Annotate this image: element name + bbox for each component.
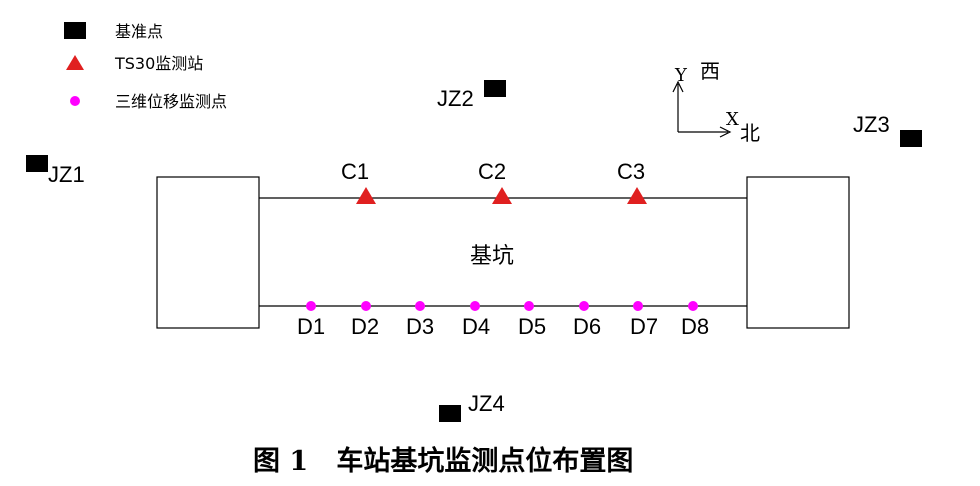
pit-right-end-box	[746, 176, 850, 329]
pit-label: 基坑	[470, 244, 514, 269]
point-d3-marker	[415, 301, 425, 311]
pit-left-end-box	[156, 176, 260, 329]
point-d1-label: D1	[297, 314, 325, 339]
point-d3-label: D3	[406, 314, 434, 339]
point-d2-marker	[361, 301, 371, 311]
compass: Y 西 X 北	[672, 59, 760, 145]
stations: C1 C2 C3	[341, 159, 647, 204]
legend-point-label: 三维位移监测点	[115, 92, 227, 111]
point-d7-label: D7	[630, 314, 658, 339]
legend-station-label: TS30监测站	[114, 54, 203, 73]
benchmark-jz3-label: JZ3	[853, 112, 890, 137]
legend: 基准点 TS30监测站 三维位移监测点	[64, 22, 227, 111]
station-c2-label: C2	[478, 159, 506, 184]
benchmarks: JZ1 JZ2 JZ3 JZ4	[26, 80, 922, 422]
legend-benchmark-marker	[64, 22, 86, 39]
benchmark-jz3-marker	[900, 130, 922, 147]
compass-y-direction: 西	[700, 59, 720, 83]
point-d4-label: D4	[462, 314, 490, 339]
benchmark-jz2-label: JZ2	[437, 86, 474, 111]
station-c3-marker	[627, 187, 647, 204]
point-d5-label: D5	[518, 314, 546, 339]
displacement-points: D1 D2 D3 D4 D5 D6 D7 D8	[297, 301, 709, 339]
station-c1-label: C1	[341, 159, 369, 184]
point-d1-marker	[306, 301, 316, 311]
pit: 基坑	[156, 176, 850, 329]
point-d5-marker	[524, 301, 534, 311]
benchmark-jz1-marker	[26, 155, 48, 172]
legend-point-marker	[70, 96, 80, 106]
compass-x-arrow-icon	[719, 126, 732, 138]
benchmark-jz4-label: JZ4	[468, 391, 505, 416]
benchmark-jz1-label: JZ1	[48, 162, 85, 187]
point-d2-label: D2	[351, 314, 379, 339]
compass-x-label: X	[726, 109, 739, 130]
benchmark-jz2-marker	[484, 80, 506, 97]
figure-caption: 图 1 车站基坑监测点位布置图	[253, 445, 633, 477]
benchmark-jz4-marker	[439, 405, 461, 422]
point-d7-marker	[633, 301, 643, 311]
legend-benchmark-label: 基准点	[115, 22, 163, 41]
point-d8-label: D8	[681, 314, 709, 339]
compass-y-label: Y	[674, 65, 688, 86]
station-c2-marker	[492, 187, 512, 204]
point-d6-label: D6	[573, 314, 601, 339]
point-d6-marker	[579, 301, 589, 311]
point-d4-marker	[470, 301, 480, 311]
point-d8-marker	[688, 301, 698, 311]
station-c1-marker	[356, 187, 376, 204]
compass-y-arrow-icon	[672, 80, 684, 93]
station-c3-label: C3	[617, 159, 645, 184]
compass-x-direction: 北	[740, 121, 760, 145]
legend-station-marker	[66, 55, 84, 70]
